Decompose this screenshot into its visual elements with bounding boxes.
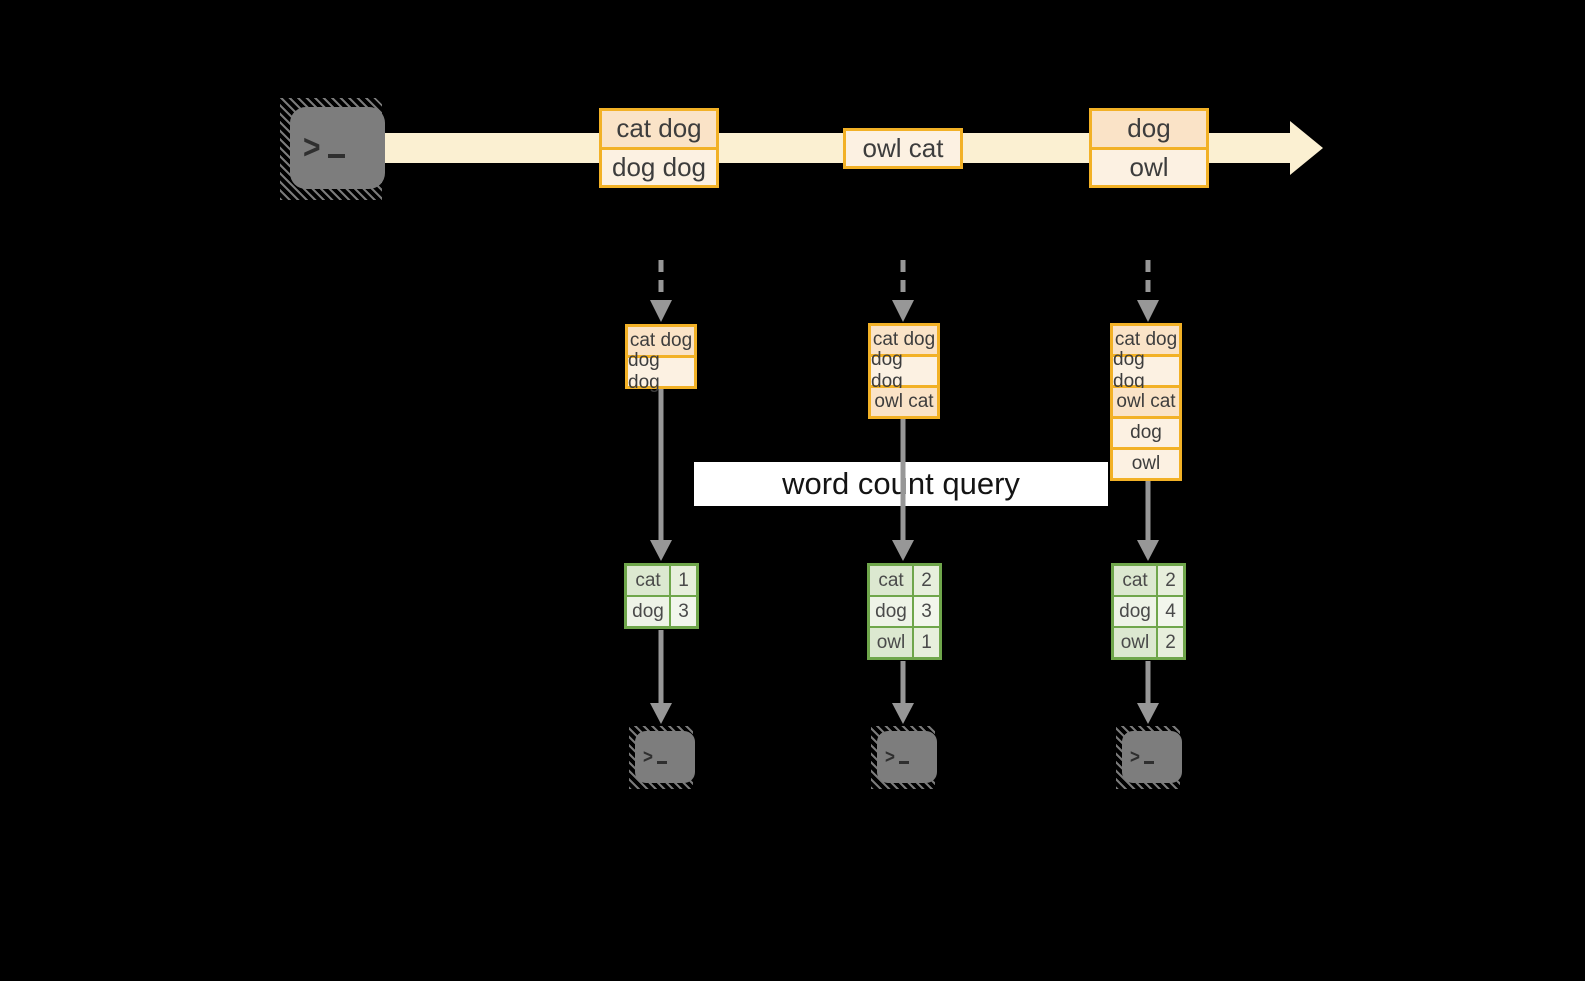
terminal-icon: >: [635, 731, 695, 783]
count-value: 4: [1158, 597, 1183, 626]
sink-arrow-1-head-icon: [650, 703, 672, 724]
prompt-chevron-icon: >: [885, 745, 895, 768]
word-text: dog: [875, 600, 907, 622]
record-text: dog dog: [628, 350, 660, 393]
terminal-icon: >: [290, 107, 385, 189]
message-text: cat dog: [616, 113, 702, 144]
count-text: 3: [921, 600, 932, 622]
count-table-1: cat 1 dog 3: [624, 563, 699, 629]
sink-terminal-3-shadow: >: [1116, 726, 1182, 789]
record-text: cat dog: [872, 329, 936, 350]
query-arrow-3-head-icon: [1137, 540, 1159, 561]
count-text: 2: [1165, 631, 1176, 653]
count-text: 3: [678, 600, 689, 622]
buffer-record: dog dog: [628, 350, 694, 393]
count-value: 3: [671, 597, 696, 626]
prompt-chevron-icon: >: [643, 745, 653, 768]
buffer-stack-3: cat dog dog dog owl cat dog owl: [1110, 323, 1182, 481]
count-text: 2: [1165, 569, 1176, 591]
record-text: owl cat: [1116, 391, 1176, 412]
prompt-chevron-icon: >: [1130, 745, 1140, 768]
buffer-record: dog dog: [871, 349, 937, 392]
terminal-icon: >: [877, 731, 937, 783]
word-text: cat: [635, 569, 661, 591]
word-text: owl: [1120, 631, 1150, 653]
prompt-underscore-icon: [656, 760, 667, 764]
message-text: owl: [1129, 151, 1169, 182]
word-text: cat: [878, 569, 904, 591]
buffer-record: cat dog: [871, 326, 937, 354]
message-text: owl cat: [862, 133, 944, 163]
count-value: 2: [1158, 628, 1183, 657]
sink-arrow-2-head-icon: [892, 703, 914, 724]
count-value: 2: [914, 566, 939, 595]
record-text: owl cat: [874, 391, 934, 412]
prompt-underscore-icon: [327, 154, 345, 158]
message-line: cat dog: [602, 111, 716, 147]
record-text: cat dog: [629, 330, 693, 351]
source-terminal-shadow: >: [280, 98, 385, 200]
buffer-record: cat dog: [1113, 326, 1179, 354]
count-word: cat: [627, 566, 669, 595]
message-line: owl: [1092, 149, 1206, 185]
count-value: 2: [1158, 566, 1183, 595]
count-word: cat: [1114, 566, 1156, 595]
buffer-record: dog dog: [1113, 349, 1179, 392]
dashed-arrow-1-head-icon: [650, 300, 672, 322]
buffer-record: owl cat: [1113, 388, 1179, 416]
count-table-3: cat 2 dog 4 owl 2: [1111, 563, 1186, 660]
count-text: 4: [1165, 600, 1176, 622]
sink-terminal-1-shadow: >: [629, 726, 695, 789]
count-value: 1: [671, 566, 696, 595]
count-text: 1: [921, 631, 932, 653]
record-text: cat dog: [1114, 329, 1178, 350]
stream-message-3: dog owl: [1089, 108, 1209, 188]
word-text: dog: [1119, 600, 1151, 622]
stream-arrowhead-icon: [1290, 121, 1323, 175]
dashed-arrow-3-head-icon: [1137, 300, 1159, 322]
word-text: cat: [1122, 569, 1148, 591]
prompt-underscore-icon: [898, 760, 909, 764]
count-table-2: cat 2 dog 3 owl 1: [867, 563, 942, 660]
record-text: dog: [1130, 422, 1162, 443]
message-line: owl cat: [846, 131, 960, 166]
stream-message-2: owl cat: [843, 128, 963, 169]
count-text: 1: [678, 569, 689, 591]
buffer-stack-2: cat dog dog dog owl cat: [868, 323, 940, 419]
count-word: dog: [627, 597, 669, 626]
buffer-record: owl: [1113, 450, 1179, 478]
query-arrow-1-head-icon: [650, 540, 672, 561]
query-arrow-2-head-icon: [892, 540, 914, 561]
prompt-chevron-icon: >: [303, 128, 321, 167]
word-text: dog: [632, 600, 664, 622]
buffer-record: dog: [1113, 419, 1179, 447]
stream-message-1: cat dog dog dog: [599, 108, 719, 188]
buffer-record: owl cat: [871, 388, 937, 416]
count-word: owl: [870, 628, 912, 657]
terminal-icon: >: [1122, 731, 1182, 783]
buffer-record: cat dog: [628, 327, 694, 355]
buffer-stack-1: cat dog dog dog: [625, 324, 697, 393]
count-word: cat: [870, 566, 912, 595]
count-value: 1: [914, 628, 939, 657]
record-text: owl: [1131, 453, 1161, 474]
record-text: dog dog: [1113, 349, 1145, 392]
sink-arrow-3-head-icon: [1137, 703, 1159, 724]
message-line: dog dog: [602, 149, 716, 185]
count-word: dog: [870, 597, 912, 626]
dashed-arrow-2-head-icon: [892, 300, 914, 322]
prompt-underscore-icon: [1143, 760, 1154, 764]
count-word: owl: [1114, 628, 1156, 657]
record-text: dog dog: [871, 349, 903, 392]
count-text: 2: [921, 569, 932, 591]
sink-terminal-2-shadow: >: [871, 726, 937, 789]
count-value: 3: [914, 597, 939, 626]
count-word: dog: [1114, 597, 1156, 626]
word-text: owl: [876, 631, 906, 653]
message-text: dog: [1127, 113, 1171, 144]
message-line: dog: [1092, 111, 1206, 147]
message-text: dog dog: [612, 151, 706, 182]
